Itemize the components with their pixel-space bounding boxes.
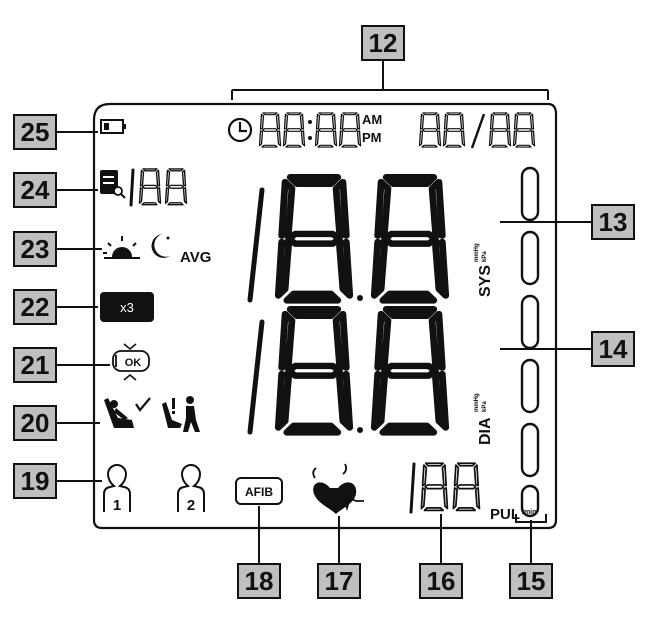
posture-wrong-icon: [162, 396, 200, 432]
callout-17: 17: [317, 563, 361, 599]
diastolic-digits: [247, 308, 447, 435]
callout-19: 19: [13, 463, 57, 499]
callout-20: 20: [13, 405, 57, 441]
svg-text:20: 20: [21, 408, 50, 438]
svg-text:17: 17: [325, 566, 354, 596]
callout-21: 21: [13, 347, 57, 383]
svg-text:24: 24: [21, 175, 50, 205]
dia-unit-mmhg: mmHg: [474, 393, 480, 412]
date-digits: [419, 112, 535, 149]
systolic-digits: [247, 176, 447, 303]
svg-text:x3: x3: [120, 300, 134, 315]
memory-digits: [129, 168, 187, 207]
callout-14: 14: [591, 331, 635, 367]
callout-24: 24: [13, 172, 57, 208]
callout-16: 16: [419, 563, 463, 599]
svg-text:OK: OK: [125, 357, 142, 369]
dia-unit-kpa: kPa: [482, 401, 488, 412]
svg-text:12: 12: [369, 28, 398, 58]
svg-text:23: 23: [21, 234, 50, 264]
battery-icon: [100, 119, 126, 134]
svg-text:14: 14: [599, 334, 628, 364]
memory-icon: [100, 170, 126, 199]
afib-indicator: AFIB: [235, 477, 283, 505]
pul-unit: /min: [522, 509, 536, 516]
svg-text:15: 15: [517, 566, 546, 596]
svg-text:2: 2: [187, 497, 195, 514]
avg-label: AVG: [180, 249, 211, 266]
callout-23: 23: [13, 231, 57, 267]
sys-unit-kpa: kPa: [482, 251, 488, 262]
leader-lines: [56, 60, 592, 564]
user-1-icon: 1: [103, 464, 131, 514]
svg-text:22: 22: [21, 292, 50, 322]
callout-12: 12: [361, 25, 405, 61]
pm-label: PM: [362, 130, 382, 145]
svg-text:25: 25: [21, 117, 50, 147]
pulse-digits: [409, 462, 480, 514]
sys-label: SYS: [477, 265, 494, 297]
callout-18: 18: [237, 563, 281, 599]
svg-text:13: 13: [599, 207, 628, 237]
svg-text:1: 1: [113, 497, 121, 514]
svg-text:21: 21: [21, 350, 50, 380]
posture-ok-icon: [104, 397, 151, 428]
svg-text:16: 16: [427, 566, 456, 596]
pressure-level-scale: [520, 166, 540, 518]
user-2-icon: 2: [177, 464, 205, 514]
dia-label: DIA: [477, 417, 494, 445]
cuff-ok-icon: OK: [112, 343, 150, 381]
svg-text:AFIB: AFIB: [245, 485, 273, 499]
callout-25: 25: [13, 114, 57, 150]
x3-indicator: x3: [100, 292, 154, 322]
evening-icon: [151, 234, 170, 258]
clock-icon: [227, 117, 253, 143]
am-label: AM: [362, 112, 382, 127]
sys-unit-mmhg: mmHg: [474, 243, 480, 262]
lcd-frame: [92, 102, 558, 530]
callout-13: 13: [591, 204, 635, 240]
irregular-heartbeat-icon: [312, 463, 364, 514]
time-digits: [259, 112, 361, 148]
callout-22: 22: [13, 289, 57, 325]
svg-text:18: 18: [245, 566, 274, 596]
svg-text:19: 19: [21, 466, 50, 496]
morning-icon: [103, 236, 140, 259]
callout-15: 15: [509, 563, 553, 599]
pul-label: PUL: [490, 506, 520, 523]
